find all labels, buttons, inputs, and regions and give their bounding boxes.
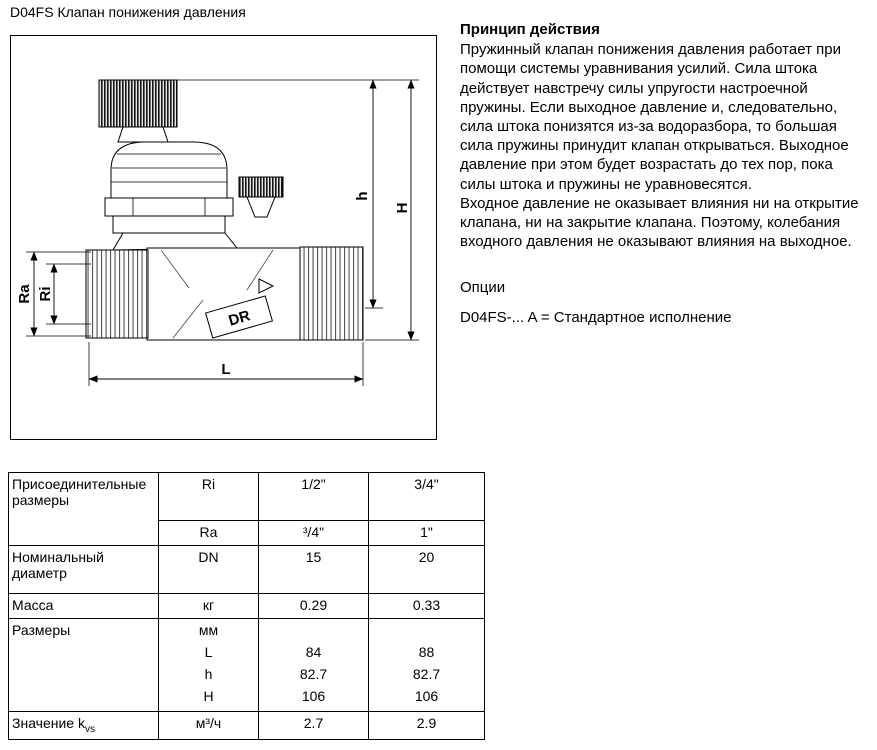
adjustment-knob — [98, 79, 178, 128]
kvs-subscript: vs — [84, 723, 95, 735]
test-port-stem — [246, 196, 276, 218]
value-cell-dn20: 88 — [368, 641, 485, 663]
param-cell: Ri — [158, 472, 259, 521]
row-group-label: Размеры — [8, 618, 159, 712]
row-group-label: Масса — [8, 593, 159, 619]
value-cell-dn20: 1" — [368, 520, 485, 546]
principle-paragraph-2: Входное давление не оказывает влияния ни… — [460, 194, 859, 251]
value-cell-dn15: 82.7 — [258, 663, 369, 685]
table-row: Масса кг 0.29 0.33 — [8, 593, 485, 619]
bonnet-ribs — [111, 153, 227, 183]
param-cell: DN — [158, 545, 259, 594]
spring-bonnet — [110, 141, 228, 199]
value-cell-dn20: 2.9 — [368, 711, 485, 739]
options-heading: Опции — [460, 279, 506, 297]
value-cell-dn15 — [258, 618, 369, 641]
outlet-thread — [299, 246, 364, 341]
table-row: L 84 88 — [9, 641, 485, 663]
dimension-labels: h H Ra Ri L — [16, 191, 411, 378]
bonnet-flange — [104, 197, 234, 217]
value-cell-dn15: 15 — [258, 545, 369, 594]
value-cell-dn15: 106 — [258, 685, 369, 712]
value-cell-dn20: 20 — [368, 545, 485, 594]
value-cell-dn15: ³/4" — [258, 520, 369, 546]
dim-label-L: L — [221, 361, 230, 378]
value-cell-dn20: 82.7 — [368, 663, 485, 685]
body-contours — [160, 249, 274, 339]
param-cell: кг — [158, 593, 259, 619]
valve-technical-drawing: DR h H Ra Ri L — [16, 79, 419, 386]
row-group-label: Присоединительные размеры — [8, 472, 159, 546]
value-cell-dn20 — [368, 618, 485, 641]
row-group-label: Значение kvs — [8, 711, 159, 740]
param-cell: мм — [158, 618, 259, 641]
body-collar — [112, 232, 239, 251]
value-cell-dn15: 84 — [258, 641, 369, 663]
value-cell-dn20: 0.33 — [368, 593, 485, 619]
principle-paragraph-1: Пружинный клапан понижения давления рабо… — [460, 41, 849, 193]
valve-drawing-panel: DR h H Ra Ri L — [10, 35, 437, 440]
spec-table: Присоединительные размеры Ri 1/2" 3/4" R… — [8, 472, 485, 740]
dr-label: DR — [227, 307, 253, 329]
dim-label-Ri: Ri — [37, 287, 54, 302]
param-cell: м³/ч — [158, 711, 259, 739]
valve-figure: DR — [85, 79, 364, 341]
dim-label-h: h — [354, 191, 371, 200]
principle-section: Принцип действия Пружинный клапан пониже… — [460, 20, 864, 328]
param-cell: h — [158, 663, 259, 685]
value-cell-dn15: 1/2" — [258, 472, 369, 521]
param-cell: H — [158, 685, 259, 712]
test-port-cap — [238, 176, 284, 198]
union-ring — [112, 215, 226, 234]
table-row: Номинальный диаметр DN 15 20 — [8, 545, 485, 594]
param-cell: L — [158, 641, 259, 663]
table-row: H 106 106 — [9, 685, 485, 712]
table-row: Значение kvs м³/ч 2.7 2.9 — [8, 711, 485, 740]
row-group-label: Номинальный диаметр — [8, 545, 159, 594]
dimension-lines — [26, 79, 419, 386]
value-cell-dn20: 3/4" — [368, 472, 485, 521]
options-line: D04FS-... A = Стандартное исполнение — [460, 309, 732, 327]
inlet-thread — [85, 249, 149, 339]
principle-heading: Принцип действия — [460, 21, 600, 38]
table-row: h 82.7 82.7 — [9, 663, 485, 685]
dim-label-Ra: Ra — [16, 284, 33, 304]
dr-tag: DR — [204, 295, 274, 339]
value-cell-dn20: 106 — [368, 685, 485, 712]
dim-label-H: H — [394, 203, 411, 214]
flow-direction-icon — [258, 278, 275, 294]
value-cell-dn15: 2.7 — [258, 711, 369, 739]
table-row: Присоединительные размеры Ri 1/2" 3/4" — [8, 472, 485, 546]
param-cell: Ra — [158, 520, 259, 546]
value-cell-dn15: 0.29 — [258, 593, 369, 619]
flange-marks — [132, 198, 206, 216]
table-row: Размеры мм — [8, 618, 485, 712]
table-row: Ra ³/4" 1" — [9, 520, 485, 546]
knob-neck — [117, 126, 169, 143]
page-title: D04FS Клапан понижения давления — [10, 4, 246, 20]
